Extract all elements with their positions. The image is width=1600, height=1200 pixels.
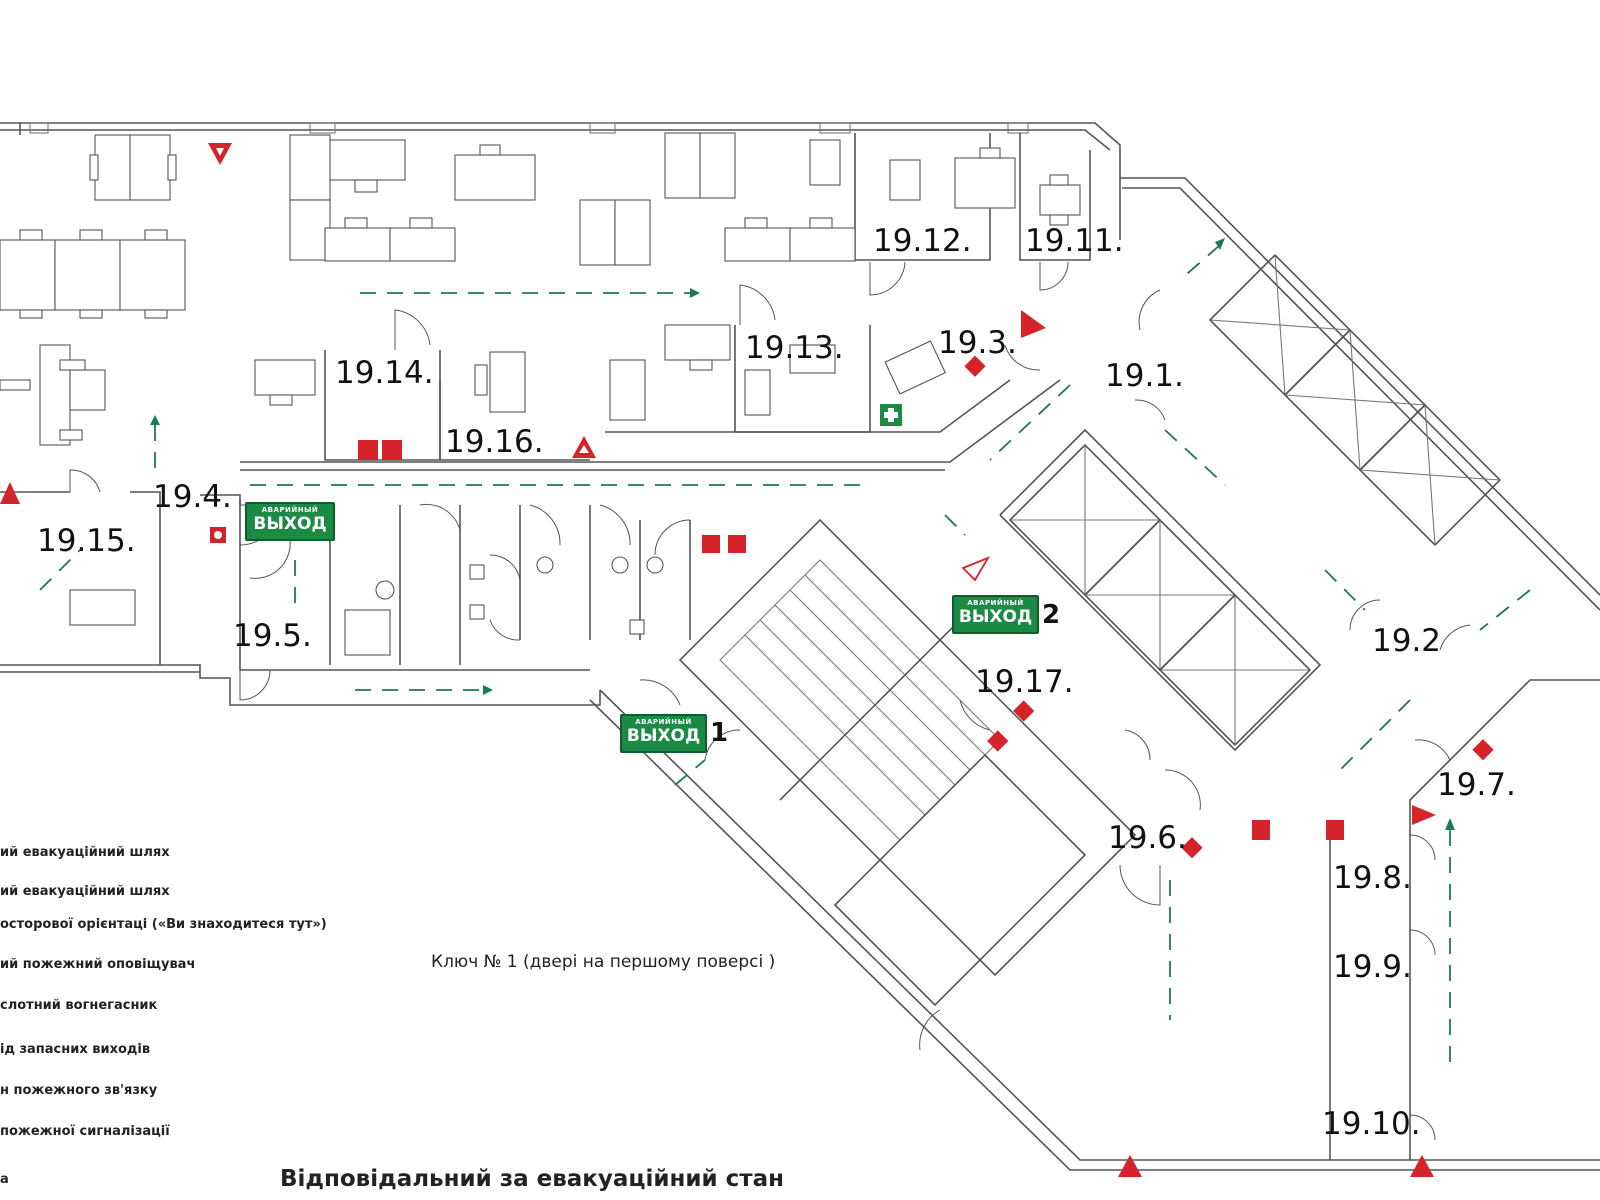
legend-item: слотний вогнегасник: [0, 998, 158, 1013]
manual-call-point-icon: [1013, 700, 1035, 722]
evacuation-routes: [39, 244, 1531, 1070]
exit-number-1: 1: [710, 718, 729, 748]
exit-sign-big-text: ВЫХОД: [253, 514, 327, 534]
legend-item: осторової орієнтаці («Ви знаходитеся тут…: [0, 917, 327, 932]
legend-item: н пожежного зв'язку: [0, 1083, 158, 1098]
route-arrowheads: [150, 238, 1455, 830]
fire-extinguisher-icon: [1252, 820, 1270, 840]
legend-item: ід запасних виходів: [0, 1042, 151, 1057]
room-label-19-4: 19.4.: [153, 479, 232, 515]
exit-sign-small-text: АВАРИЙНЫЙ: [261, 506, 319, 514]
room-label-19-16: 19.16.: [445, 424, 544, 460]
exit-sign-small-text: АВАРИЙНЫЙ: [635, 718, 692, 726]
key-note: Ключ № 1 (двері на першому поверсі ): [431, 952, 776, 972]
legend-item: ий евакуаційний шлях: [0, 884, 170, 899]
room-label-19-7: 19.7.: [1437, 767, 1516, 803]
office-furniture: [0, 132, 1081, 626]
elevator-shafts: [999, 253, 1502, 752]
room-label-19-1: 19.1.: [1105, 358, 1184, 394]
room-label-19-3: 19.3.: [938, 325, 1017, 361]
manual-call-point-icon: [987, 730, 1009, 752]
responsible-person-title: Відповідальний за евакуаційний стан: [280, 1166, 784, 1192]
room-label-19-6: 19.6.: [1108, 820, 1187, 856]
exit-sign-big-text: ВЫХОД: [626, 726, 701, 746]
legend-item: пожежної сигналізації: [0, 1124, 170, 1139]
fire-alarm-triangles: [0, 143, 1436, 1177]
triangle-warning-icon: [1410, 1155, 1434, 1177]
room-label-19-15: 19.15.: [37, 523, 136, 559]
room-label-19-14: 19.14.: [335, 355, 434, 391]
room-label-19-17: 19.17.: [975, 664, 1074, 700]
legend-item: ий евакуаційний шлях: [0, 845, 170, 860]
call-points: [210, 355, 1494, 859]
triangle-warning-icon: [1118, 1155, 1142, 1177]
fire-extinguisher-icon: [702, 535, 720, 553]
room-label-19-9: 19.9.: [1333, 949, 1412, 985]
manual-call-point-icon: [964, 355, 986, 377]
fire-extinguishers: [358, 440, 1344, 840]
triangle-inner-marks: [216, 148, 589, 453]
room-label-19-11: 19.11.: [1025, 223, 1124, 259]
emergency-exit-sign-1: АВАРИЙНЫЙ ВЫХОД: [620, 714, 707, 753]
office-partitions: [0, 122, 1091, 665]
you-are-here-arrow-icon: [961, 556, 991, 582]
fire-extinguisher-icon: [728, 535, 746, 553]
staircase: [678, 518, 1137, 1007]
fire-extinguisher-icon: [1326, 820, 1344, 840]
room-label-19-12: 19.12.: [873, 223, 972, 259]
emergency-exit-sign-corridor: АВАРИЙНЫЙ ВЫХОД: [245, 502, 335, 541]
room-label-19-5: 19.5.: [233, 618, 312, 654]
exit-sign-small-text: АВАРИЙНЫЙ: [967, 599, 1024, 607]
room-label-19-10: 19.10.: [1322, 1106, 1421, 1142]
legend-item: а: [0, 1172, 9, 1187]
triangle-warning-icon: [1021, 310, 1046, 338]
wc-block: [329, 505, 691, 665]
manual-call-point-icon: [1472, 739, 1494, 761]
exit-number-2: 2: [1042, 600, 1061, 630]
fire-extinguisher-icon: [382, 440, 402, 460]
legend-item: ий пожежний оповіщувач: [0, 957, 196, 972]
fire-extinguisher-icon: [358, 440, 378, 460]
emergency-exit-sign-2: АВАРИЙНЫЙ ВЫХОД: [952, 595, 1039, 634]
first-aid-cross-icon: [880, 404, 902, 426]
room-label-19-8: 19.8.: [1333, 860, 1412, 896]
room-label-19-2: 19.2: [1372, 623, 1442, 659]
exit-sign-big-text: ВЫХОД: [958, 607, 1033, 627]
triangle-warning-icon: [1412, 805, 1436, 825]
triangle-warning-icon: [0, 482, 20, 504]
room-label-19-13: 19.13.: [745, 330, 844, 366]
